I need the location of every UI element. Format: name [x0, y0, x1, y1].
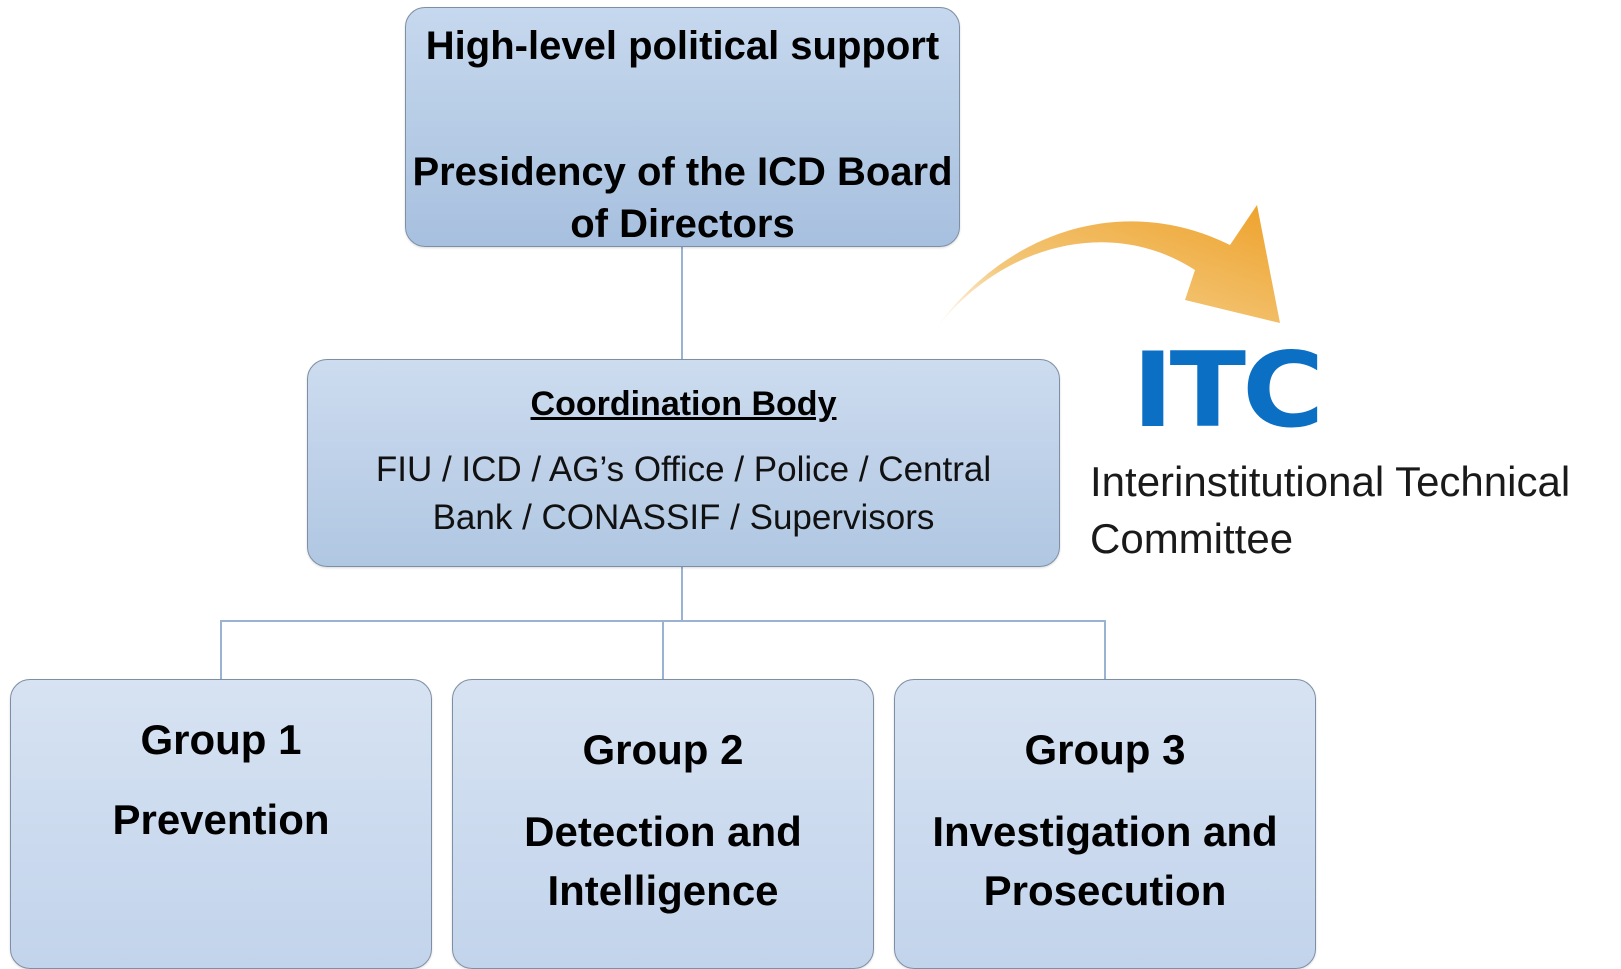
political-support-label: High-level political support: [425, 24, 940, 68]
coordination-body-box: Coordination Body FIU / ICD / AG’s Offic…: [307, 359, 1060, 567]
group-3-box: Group 3 Investigation and Prosecution: [894, 679, 1316, 969]
curved-arrow-icon: [935, 205, 1280, 330]
coordination-body-members: FIU / ICD / AG’s Office / Police / Centr…: [375, 450, 992, 537]
connector-group2: [662, 620, 664, 679]
group-2-box: Group 2 Detection and Intelligence: [452, 679, 874, 969]
group-2-description: Detection and Intelligence: [524, 808, 802, 914]
connector-group1: [220, 620, 222, 679]
group-3-description: Investigation and Prosecution: [932, 808, 1278, 914]
connector-coordination-stem: [681, 567, 683, 621]
group-1-name: Group 1: [140, 716, 302, 763]
coordination-body-title: Coordination Body: [530, 385, 837, 423]
connector-top-to-coordination: [681, 247, 683, 359]
group-2-name: Group 2: [582, 726, 744, 773]
connector-group3: [1104, 620, 1106, 679]
itc-full-name: Interinstitutional Technical Committee: [1090, 458, 1571, 562]
group-1-box: Group 1 Prevention: [10, 679, 432, 969]
group-1-description: Prevention: [112, 796, 330, 843]
group-3-name: Group 3: [1024, 726, 1186, 773]
board-of-directors-label: Presidency of the ICD Board of Directors: [412, 150, 953, 246]
political-support-box: High-level political support Presidency …: [405, 7, 960, 247]
itc-logo: ITC: [1132, 331, 1324, 451]
